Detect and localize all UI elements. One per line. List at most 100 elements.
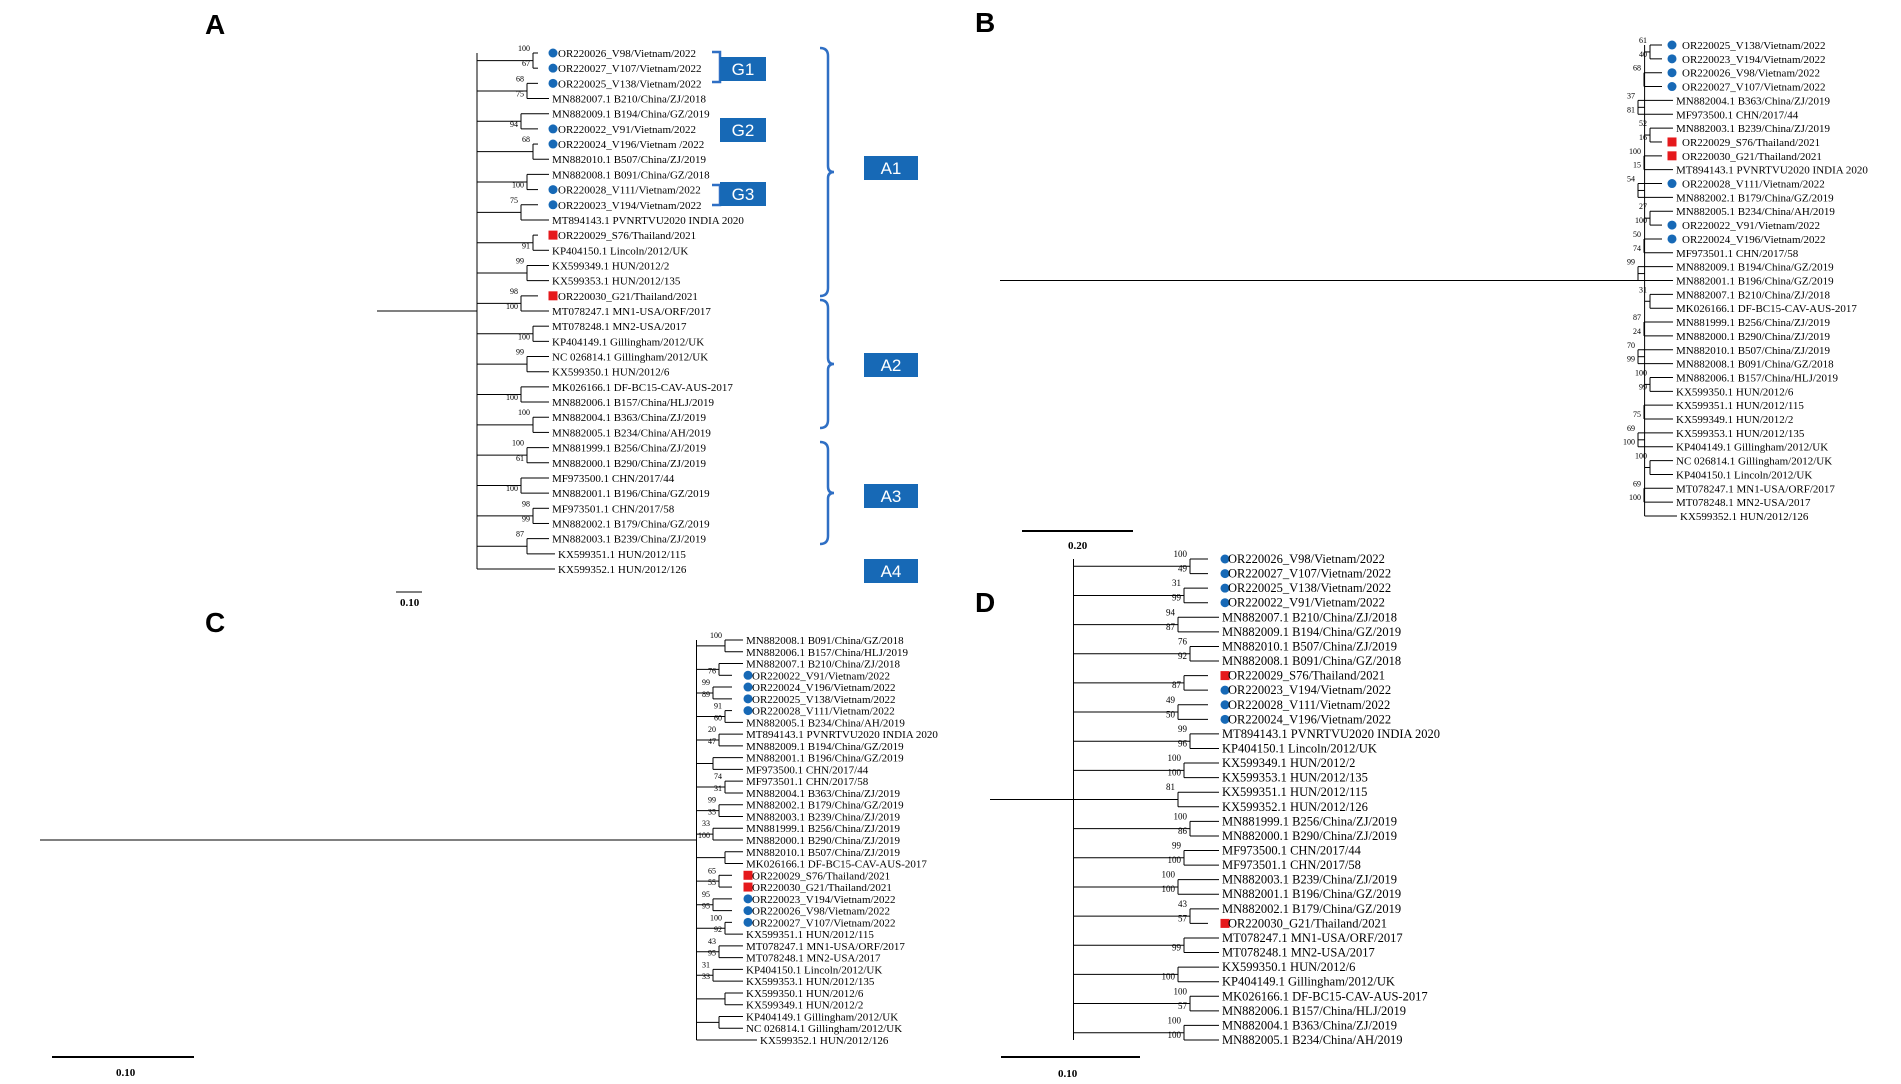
- vietnam-marker-icon: [548, 139, 558, 149]
- bootstrap-value: 99: [702, 678, 710, 687]
- taxon-label: OR220023_V194/Vietnam/2022: [558, 200, 702, 212]
- bootstrap-value: 15: [1633, 161, 1641, 170]
- tree-panel-c: MN882008.1 B091/China/GZ/2018100MN882006…: [40, 631, 938, 1047]
- group-bracket-g1: [712, 50, 722, 84]
- vietnam-marker-icon: [1220, 554, 1230, 564]
- bootstrap-value: 81: [1166, 782, 1175, 792]
- vietnam-marker-icon: [1667, 220, 1677, 230]
- taxon-label: MT894143.1 PVNRTVU2020 INDIA 2020: [1222, 727, 1440, 741]
- thailand-marker-icon: [1667, 137, 1677, 147]
- bootstrap-value: 100: [1162, 870, 1176, 880]
- vietnam-marker-icon: [1220, 598, 1230, 608]
- taxon-label: KP404149.1 Gillingham/2012/UK: [746, 1011, 898, 1023]
- taxon-label: KX599350.1 HUN/2012/6: [552, 367, 670, 379]
- scale-label-d: 0.10: [1058, 1068, 1078, 1080]
- clade-brace-a2: [819, 298, 835, 430]
- bootstrap-value: 68: [1633, 64, 1641, 73]
- bootstrap-value: 55: [708, 878, 716, 887]
- bootstrap-value: 33: [702, 819, 710, 828]
- taxon-label: OR220025_V138/Vietnam/2022: [1682, 40, 1826, 52]
- taxon-label: MN882010.1 B507/China/ZJ/2019: [1222, 639, 1397, 653]
- bootstrap-value: 50: [1166, 709, 1176, 719]
- bootstrap-value: 99: [522, 514, 530, 523]
- bootstrap-value: 100: [512, 181, 524, 190]
- taxon-label: KX599353.1 HUN/2012/135: [552, 276, 681, 288]
- taxon-label: KX599349.1 HUN/2012/2: [1676, 414, 1793, 426]
- taxon-label: OR220028_V111/Vietnam/2022: [558, 185, 701, 197]
- scale-label-c: 0.10: [116, 1067, 136, 1079]
- bootstrap-value: 100: [1635, 368, 1647, 377]
- taxon-label: KX599351.1 HUN/2012/115: [1676, 400, 1804, 412]
- group-label-g2: G2: [732, 121, 755, 140]
- bootstrap-value: 100: [1174, 811, 1188, 821]
- taxon-label: KX599352.1 HUN/2012/126: [1222, 800, 1368, 814]
- bootstrap-value: 100: [518, 408, 530, 417]
- bootstrap-value: 43: [1178, 899, 1188, 909]
- taxon-label: MN882008.1 B091/China/GZ/2018: [746, 635, 904, 647]
- vietnam-marker-icon: [743, 894, 753, 904]
- bootstrap-value: 75: [516, 90, 524, 99]
- panel-letter-a: A: [205, 9, 225, 40]
- taxon-label: KP404150.1 Lincoln/2012/UK: [552, 245, 688, 257]
- bootstrap-value: 100: [1168, 753, 1182, 763]
- taxon-label: MT078247.1 MN1-USA/ORF/2017: [1676, 483, 1835, 495]
- taxon-label: MT894143.1 PVNRTVU2020 INDIA 2020: [746, 729, 938, 741]
- scale-bar-b: 0.20: [1022, 530, 1133, 552]
- panel-letter-b: B: [975, 7, 995, 38]
- bootstrap-value: 16: [1639, 133, 1647, 142]
- vietnam-marker-icon: [1667, 40, 1677, 50]
- taxon-label: MN882006.1 B157/China/HLJ/2019: [1222, 1004, 1406, 1018]
- bootstrap-value: 99: [1627, 355, 1635, 364]
- taxon-label: OR220027_V107/Vietnam/2022: [558, 63, 702, 75]
- taxon-label: MN882002.1 B179/China/GZ/2019: [746, 800, 904, 812]
- group-bracket-g3: [712, 183, 722, 207]
- taxon-label: MN882009.1 B194/China/GZ/2019: [1222, 625, 1401, 639]
- taxon-label: OR220027_V107/Vietnam/2022: [1228, 567, 1391, 581]
- taxon-label: MN882004.1 B363/China/ZJ/2019: [1222, 1018, 1397, 1032]
- bootstrap-value: 69: [1633, 479, 1641, 488]
- bootstrap-value: 95: [702, 890, 710, 899]
- bootstrap-value: 31: [702, 960, 710, 969]
- group-badge-g2: [720, 118, 766, 142]
- vietnam-marker-icon: [743, 917, 753, 927]
- bootstrap-value: 100: [1168, 768, 1182, 778]
- group-label-g1: G1: [732, 60, 755, 79]
- taxon-label: OR220025_V138/Vietnam/2022: [1228, 581, 1391, 595]
- tree-panel-b: OR220025_V138/Vietnam/202261OR220023_V19…: [1000, 36, 1868, 523]
- bootstrap-value: 100: [1629, 493, 1641, 502]
- taxon-label: MN882004.1 B363/China/ZJ/2019: [1676, 95, 1831, 107]
- taxon-label: MF973501.1 CHN/2017/58: [746, 776, 869, 788]
- taxon-label: KX599349.1 HUN/2012/2: [746, 1000, 863, 1012]
- vietnam-marker-icon: [1220, 583, 1230, 593]
- taxon-label: NC 026814.1 Gillingham/2012/UK: [746, 1023, 902, 1035]
- bootstrap-value: 57: [1178, 1001, 1188, 1011]
- bootstrap-value: 100: [512, 439, 524, 448]
- group-badge-g3: [720, 182, 766, 206]
- bootstrap-value: 57: [1178, 913, 1188, 923]
- bootstrap-value: 20: [708, 725, 716, 734]
- taxon-label: MF973500.1 CHN/2017/44: [1676, 109, 1799, 121]
- vietnam-marker-icon: [1667, 82, 1677, 92]
- bootstrap-value: 74: [1633, 244, 1641, 253]
- taxon-label: OR220026_V98/Vietnam/2022: [1682, 68, 1820, 80]
- bootstrap-value: 87: [1166, 622, 1176, 632]
- clade-label-a3: A3: [881, 487, 902, 506]
- taxon-label: MN882007.1 B210/China/ZJ/2018: [1676, 289, 1831, 301]
- taxon-label: OR220022_V91/Vietnam/2022: [752, 670, 890, 682]
- taxon-label: MN882000.1 B290/China/ZJ/2019: [746, 835, 901, 847]
- taxon-label: OR220026_V98/Vietnam/2022: [1228, 552, 1385, 566]
- taxon-label: MN882002.1 B179/China/GZ/2019: [552, 518, 710, 530]
- bootstrap-value: 68: [522, 135, 530, 144]
- bootstrap-value: 100: [1162, 884, 1176, 894]
- bootstrap-value: 60: [714, 713, 722, 722]
- bootstrap-value: 52: [1639, 119, 1647, 128]
- taxon-label: MT894143.1 PVNRTVU2020 INDIA 2020: [552, 215, 744, 227]
- taxon-label: MN882002.1 B179/China/GZ/2019: [1222, 902, 1401, 916]
- bootstrap-value: 91: [522, 241, 530, 250]
- taxon-label: MN882003.1 B239/China/ZJ/2019: [746, 811, 901, 823]
- taxon-label: MK026166.1 DF-BC15-CAV-AUS-2017: [1676, 303, 1857, 315]
- taxon-label: KP404150.1 Lincoln/2012/UK: [1222, 741, 1377, 755]
- tree-panel-d: OR220026_V98/Vietnam/2022 100 OR220027_V10…: [990, 549, 1440, 1047]
- taxon-label: OR220028_V111/Vietnam/2022: [1228, 698, 1390, 712]
- taxon-label: MF973500.1 CHN/2017/44: [552, 473, 675, 485]
